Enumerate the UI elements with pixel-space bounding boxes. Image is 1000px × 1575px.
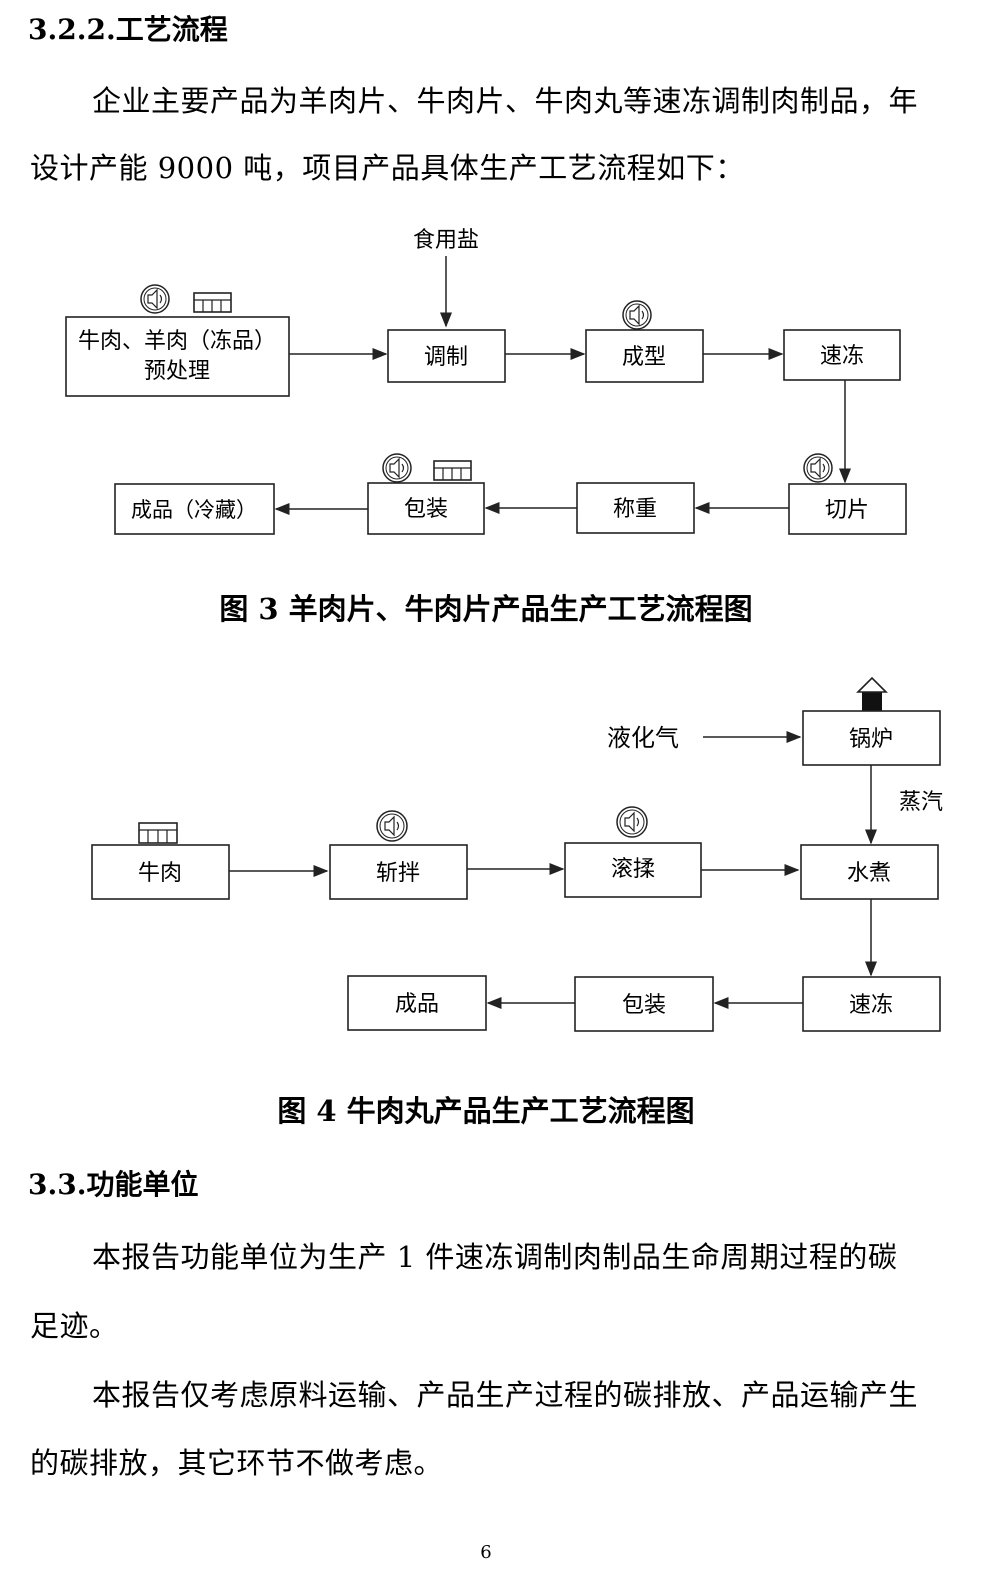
speaker-icon bbox=[622, 300, 652, 330]
intro-line-1: 企业主要产品为羊肉片、牛肉片、牛肉丸等速冻调制肉制品，年 bbox=[92, 84, 919, 118]
svg-text:水煮: 水煮 bbox=[847, 861, 891, 886]
steam-label: 蒸汽 bbox=[899, 790, 943, 815]
step-pretreat-line1: 牛肉、羊肉（冻品） bbox=[78, 329, 276, 354]
svg-text:成品（冷藏）: 成品（冷藏） bbox=[131, 498, 257, 522]
svg-text:包装: 包装 bbox=[622, 993, 666, 1018]
svg-text:锅炉: 锅炉 bbox=[849, 727, 893, 752]
section-heading-322: 3.2.2.工艺流程 bbox=[28, 13, 228, 46]
figure-4-flowchart: 液化气 锅炉 蒸汽 牛肉 bbox=[91, 676, 943, 1032]
speaker-icon bbox=[803, 453, 833, 483]
grid-icon bbox=[138, 822, 178, 844]
grid-icon bbox=[193, 292, 232, 313]
svg-text:切片: 切片 bbox=[825, 498, 869, 523]
step-product-4: 成品 bbox=[347, 975, 487, 1031]
speaker-icon bbox=[616, 806, 648, 838]
step-pack: 包装 bbox=[367, 482, 485, 535]
scope-line-2: 的碳排放，其它环节不做考虑。 bbox=[30, 1446, 444, 1480]
step-pretreat: 牛肉、羊肉（冻品） 预处理 bbox=[65, 316, 290, 397]
step-beef: 牛肉 bbox=[91, 844, 230, 900]
step-tumble: 滚揉 bbox=[564, 842, 702, 898]
svg-text:牛肉: 牛肉 bbox=[138, 861, 182, 886]
svg-text:包装: 包装 bbox=[404, 497, 448, 522]
svg-text:调制: 调制 bbox=[424, 345, 468, 370]
step-slice: 切片 bbox=[788, 483, 907, 535]
step-weigh: 称重 bbox=[576, 482, 695, 534]
figure-3-caption: 图 3 羊肉片、牛肉片产品生产工艺流程图 bbox=[219, 592, 753, 626]
section-heading-33: 3.3.功能单位 bbox=[28, 1168, 199, 1201]
step-chop: 斩拌 bbox=[329, 844, 468, 900]
figure-4-caption: 图 4 牛肉丸产品生产工艺流程图 bbox=[277, 1094, 695, 1128]
svg-text:速冻: 速冻 bbox=[849, 993, 893, 1018]
step-pretreat-line2: 预处理 bbox=[144, 359, 210, 384]
step-product-cold: 成品（冷藏） bbox=[114, 483, 275, 535]
svg-text:速冻: 速冻 bbox=[820, 344, 864, 369]
step-freeze-4: 速冻 bbox=[802, 976, 941, 1032]
svg-text:成品: 成品 bbox=[395, 992, 439, 1017]
svg-text:滚揉: 滚揉 bbox=[611, 857, 655, 882]
input-lpg-label: 液化气 bbox=[607, 724, 679, 752]
step-boil: 水煮 bbox=[800, 844, 939, 900]
step-season: 调制 bbox=[387, 329, 506, 383]
scope-line-1: 本报告仅考虑原料运输、产品生产过程的碳排放、产品运输产生 bbox=[92, 1378, 919, 1412]
intro-line-2: 设计产能 9000 吨，项目产品具体生产工艺流程如下： bbox=[30, 151, 745, 185]
speaker-icon bbox=[140, 284, 170, 314]
input-salt-label: 食用盐 bbox=[413, 228, 479, 253]
functional-unit-line-2: 足迹。 bbox=[30, 1309, 119, 1343]
step-pack-4: 包装 bbox=[574, 976, 714, 1032]
svg-text:斩拌: 斩拌 bbox=[376, 861, 420, 886]
functional-unit-line-1: 本报告功能单位为生产 1 件速冻调制肉制品生命周期过程的碳 bbox=[92, 1240, 898, 1274]
step-shape: 成型 bbox=[585, 329, 704, 383]
chimney-icon bbox=[856, 676, 888, 711]
speaker-icon bbox=[382, 453, 412, 483]
speaker-icon bbox=[376, 810, 408, 842]
grid-icon bbox=[433, 460, 472, 481]
svg-text:成型: 成型 bbox=[622, 345, 666, 370]
step-freeze: 速冻 bbox=[783, 329, 901, 381]
page-number: 6 bbox=[480, 1542, 492, 1563]
svg-text:称重: 称重 bbox=[613, 497, 657, 522]
step-boiler: 锅炉 bbox=[802, 710, 941, 766]
